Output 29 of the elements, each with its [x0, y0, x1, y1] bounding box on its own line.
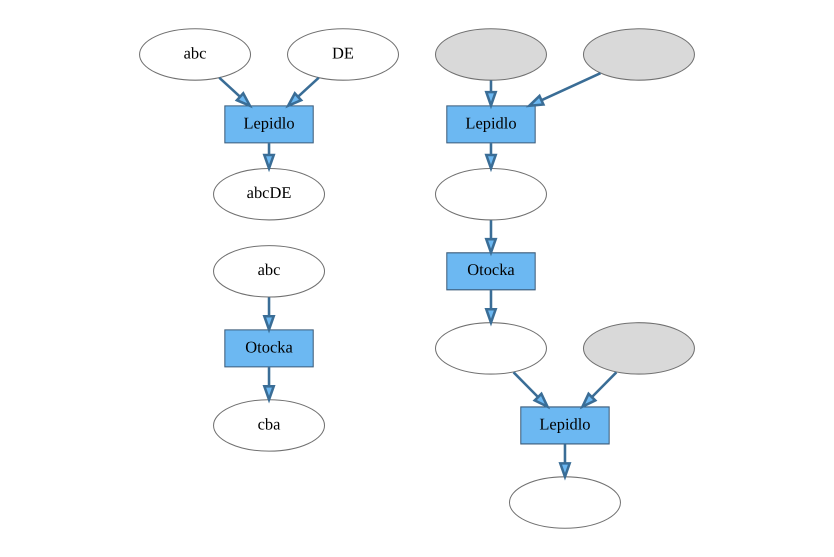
node-box: Lepidlo	[446, 105, 536, 144]
arrow	[218, 76, 253, 108]
node-ellipse	[434, 168, 547, 220]
node-box: Lepidlo	[224, 105, 314, 144]
arrow	[558, 444, 572, 481]
arrow	[484, 220, 498, 256]
node-box: Otocka	[224, 329, 314, 368]
arrow	[580, 371, 618, 410]
arrow	[484, 290, 498, 326]
arrow	[512, 371, 550, 410]
arrow	[526, 72, 601, 108]
node-ellipse	[582, 322, 695, 375]
node-ellipse	[582, 28, 695, 81]
node-ellipse	[508, 476, 621, 529]
node-ellipse	[434, 322, 547, 375]
node-ellipse	[434, 28, 547, 81]
node-ellipse: abcDE	[213, 168, 326, 220]
arrow	[484, 143, 498, 172]
node-ellipse: abc	[139, 28, 252, 81]
arrow	[262, 367, 276, 404]
node-box: Lepidlo	[520, 406, 610, 444]
node-ellipse: abc	[213, 245, 326, 298]
node-ellipse: DE	[287, 28, 400, 81]
arrow	[262, 143, 276, 172]
arrow	[285, 76, 320, 108]
node-box: Otocka	[446, 252, 536, 290]
node-ellipse: cba	[213, 399, 326, 452]
arrow	[484, 80, 498, 110]
arrow	[262, 297, 276, 334]
